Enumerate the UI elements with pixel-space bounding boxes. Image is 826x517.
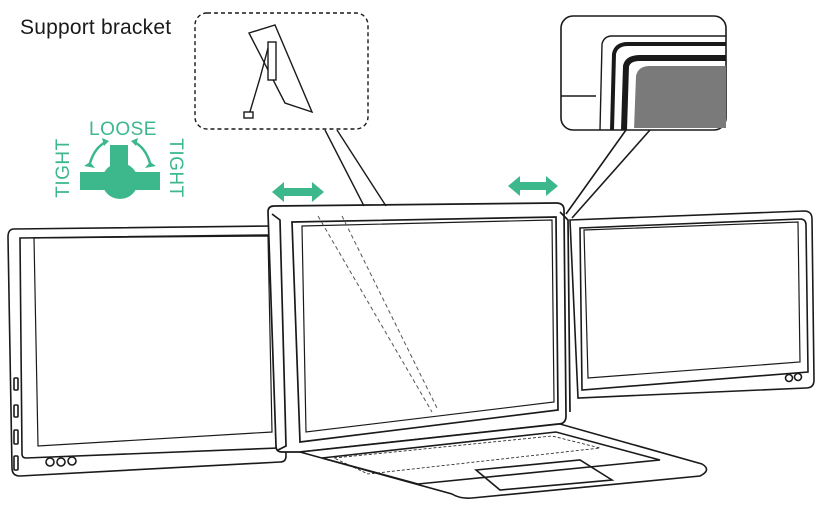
double-arrow-icon [272,182,324,202]
center-screen [267,202,571,453]
callout-bracket [194,12,387,207]
view-lines [317,215,439,413]
tight-right-label: TIGHT [164,138,186,198]
right-monitor [569,210,815,399]
double-arrow-icon [508,176,558,196]
left-monitor [7,225,287,477]
tight-left-label: TIGHT [52,138,74,198]
support-bracket-label: Support bracket [20,16,172,39]
callout-corner [560,15,727,219]
tension-knob-icon [80,138,160,199]
laptop-base [299,423,708,499]
loose-label: LOOSE [89,119,157,140]
